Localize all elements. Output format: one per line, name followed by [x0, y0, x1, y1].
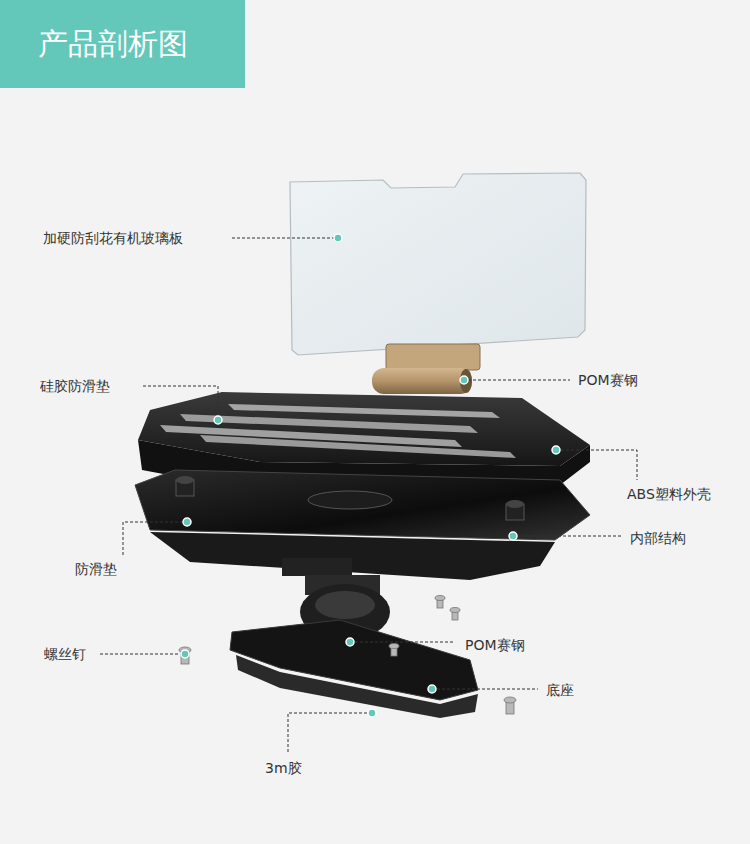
part-label: ABS塑料外壳 [627, 486, 711, 503]
part-label: 底座 [546, 682, 574, 699]
part-label: POM赛钢 [578, 372, 638, 389]
diagram-title: 产品剖析图 [38, 24, 188, 65]
part-label: 防滑垫 [75, 561, 117, 578]
part-label: POM赛钢 [465, 637, 525, 654]
part-label: 加硬防刮花有机玻璃板 [43, 230, 183, 247]
part-label: 内部结构 [630, 530, 686, 547]
part-label: 硅胶防滑垫 [40, 378, 110, 395]
part-label: 螺丝钉 [44, 646, 86, 663]
part-label: 3m胶 [265, 760, 302, 777]
